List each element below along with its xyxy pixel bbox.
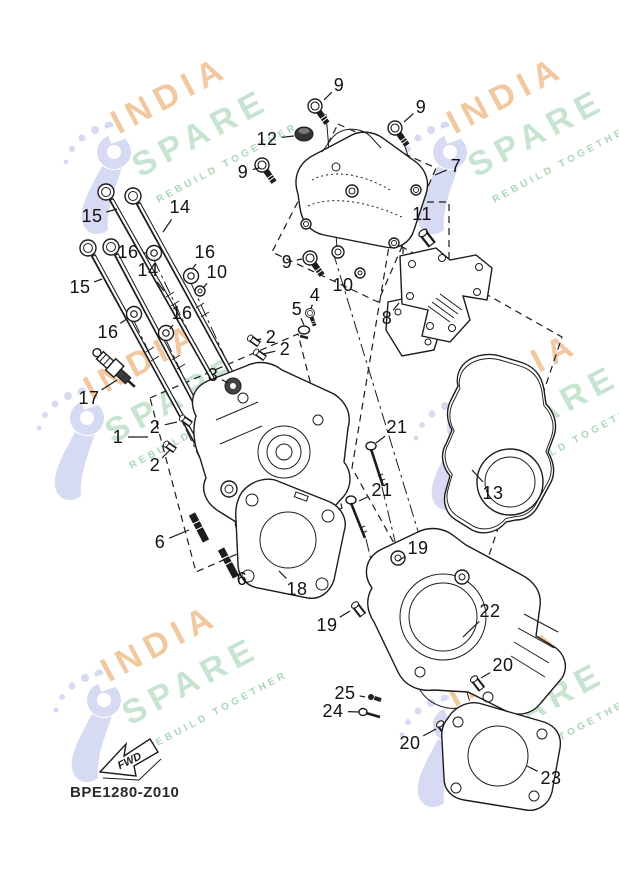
callout-leader-line (480, 672, 491, 679)
callout-leader-line (462, 620, 480, 638)
part-number-callout: 21 (371, 480, 393, 500)
part-seat-5 (297, 325, 311, 340)
part-number-callout: 1 (112, 427, 124, 447)
part-number-callout: 9 (281, 252, 293, 272)
part-number-callout: 24 (322, 701, 344, 721)
callout-leader-line (296, 258, 303, 261)
part-number-callout: 6 (236, 569, 248, 589)
part-number-callout: 2 (149, 417, 161, 437)
part-number-callout: 25 (334, 683, 356, 703)
part-number-callout: 2 (265, 327, 277, 347)
part-number-callout: 9 (333, 75, 345, 95)
callout-leader-line (101, 379, 118, 391)
callout-leader-line (375, 435, 386, 444)
callout-leader-line (310, 304, 313, 310)
callout-leader-line (354, 274, 358, 277)
part-number-callout: 16 (97, 322, 119, 342)
part-number-callout: 16 (117, 242, 139, 262)
part-number-callout: 4 (309, 285, 321, 305)
part-number-callout: 16 (171, 303, 193, 323)
part-number-callout: 22 (479, 601, 501, 621)
part-spark-plug-17 (92, 347, 136, 388)
part-number-callout: 10 (206, 262, 228, 282)
part-number-callout: 2 (149, 455, 161, 475)
callout-leader-line (162, 219, 173, 233)
callout-leader-line (526, 765, 538, 772)
callout-leader-line (93, 278, 103, 283)
callout-leader-line (403, 113, 414, 123)
part-number-callout: 5 (291, 299, 303, 319)
callout-leader-line (339, 610, 351, 618)
callout-leader-line (229, 562, 237, 572)
part-number-callout: 19 (316, 615, 338, 635)
part-number-callout: 8 (381, 308, 393, 328)
callout-leader-line (161, 449, 171, 459)
part-pins-10 (194, 267, 366, 297)
callout-leader-line (168, 529, 190, 539)
callout-leader-line (262, 350, 276, 355)
part-head-gasket-18 (235, 478, 346, 599)
part-plates-8 (385, 247, 493, 357)
callout-leader-line (164, 421, 178, 426)
callout-leader-line (221, 379, 229, 384)
callout-leader-line (278, 570, 287, 579)
callout-leader-line (397, 555, 406, 562)
callout-leader-line (119, 317, 129, 324)
part-number-callout: 9 (237, 162, 249, 182)
callout-leader-line (300, 317, 305, 326)
part-number-callout: 7 (450, 156, 462, 176)
callout-leader-line (169, 324, 174, 330)
part-number-callout: 21 (386, 417, 408, 437)
part-number-callout: 16 (194, 242, 216, 262)
part-number-callout: 23 (540, 768, 562, 788)
callout-leader-line (359, 695, 366, 698)
part-number-callout: 13 (482, 483, 504, 503)
part-nut-3 (224, 377, 242, 395)
part-number-callout: 18 (286, 579, 308, 599)
part-cylinder-22 (365, 527, 567, 715)
part-number-callout: 11 (412, 204, 432, 224)
callout-leader-line (281, 135, 295, 138)
part-number-callout: 3 (207, 365, 219, 385)
part-studs-6 (188, 512, 240, 579)
part-number-callout: 10 (332, 275, 354, 295)
part-number-callout: 14 (137, 260, 159, 280)
part-number-callout: 15 (81, 206, 103, 226)
part-number-callout: 14 (169, 197, 191, 217)
callout-leader-line (358, 495, 369, 502)
callout-leader-line (192, 263, 197, 269)
part-grommet-12 (294, 126, 314, 142)
callout-leader-line (156, 281, 165, 292)
part-number-callout: 6 (154, 532, 166, 552)
part-bolts-21 (345, 441, 386, 539)
part-number-callout: 12 (256, 129, 278, 149)
callout-leader-line (202, 282, 208, 289)
part-number-callout: 19 (407, 538, 429, 558)
part-code: BPE1280-Z010 (70, 784, 180, 801)
callout-leader-line (471, 469, 484, 483)
part-clip-25 (368, 694, 382, 702)
callout-leader-line (323, 91, 333, 101)
callout-leader-line (255, 338, 262, 341)
part-number-callout: 9 (415, 97, 427, 117)
callout-leader-line (252, 167, 260, 171)
part-number-callout: 2 (279, 339, 291, 359)
part-number-callout: 17 (78, 388, 100, 408)
part-number-callout: 20 (399, 733, 421, 753)
part-number-callout: 20 (492, 655, 514, 675)
part-number-callout: 15 (69, 277, 91, 297)
callout-leader-line (392, 302, 400, 311)
